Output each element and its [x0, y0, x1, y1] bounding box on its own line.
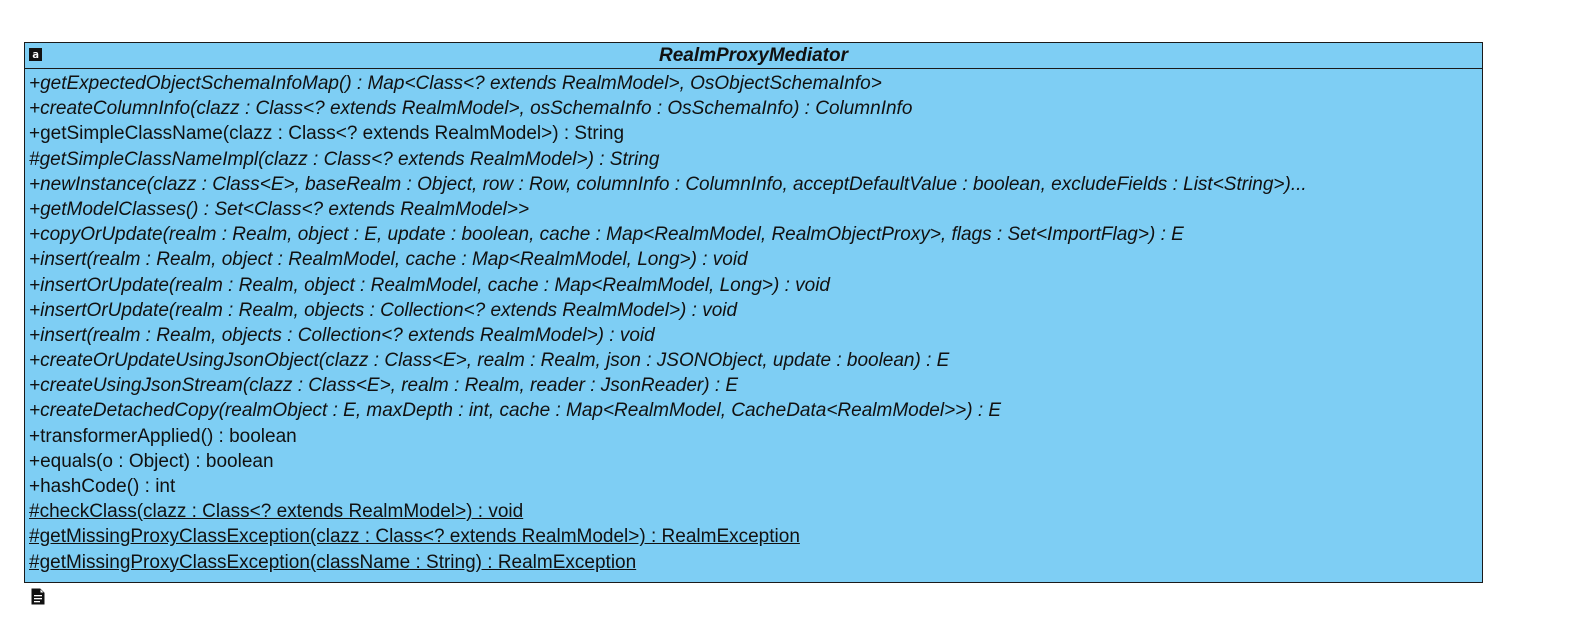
- operation-row: +getModelClasses() : Set<Class<? extends…: [29, 198, 530, 220]
- operation-row: +transformerApplied() : boolean: [29, 425, 297, 447]
- operation-row: +insertOrUpdate(realm : Realm, object : …: [29, 274, 830, 296]
- operations-compartment: +getExpectedObjectSchemaInfoMap() : Map<…: [25, 69, 1482, 575]
- class-name: RealmProxyMediator: [658, 45, 848, 66]
- operation-row: +insert(realm : Realm, objects : Collect…: [29, 324, 655, 346]
- operation-row: +insertOrUpdate(realm : Realm, objects :…: [29, 299, 738, 321]
- operation-row: +equals(o : Object) : boolean: [29, 450, 274, 472]
- operation-row: +hashCode() : int: [29, 476, 176, 497]
- operation-row: +getSimpleClassName(clazz : Class<? exte…: [29, 123, 625, 145]
- operation-row: +createOrUpdateUsingJsonObject(clazz : C…: [29, 350, 950, 372]
- note-document-icon[interactable]: [31, 588, 45, 605]
- operation-row: #getSimpleClassNameImpl(clazz : Class<? …: [29, 148, 660, 170]
- operation-row: +createDetachedCopy(realmObject : E, max…: [29, 400, 1002, 422]
- operation-row: +getExpectedObjectSchemaInfoMap() : Map<…: [29, 73, 882, 94]
- operation-row: +copyOrUpdate(realm : Realm, object : E,…: [29, 224, 1184, 246]
- operation-row: #getMissingProxyClassException(clazz : C…: [29, 526, 800, 548]
- uml-class-box[interactable]: a RealmProxyMediator +getExpectedObjectS…: [24, 42, 1483, 583]
- operation-row: #getMissingProxyClassException(className…: [29, 551, 637, 573]
- operation-row: +createColumnInfo(clazz : Class<? extend…: [29, 98, 913, 120]
- operation-row: +insert(realm : Realm, object : RealmMod…: [29, 249, 748, 271]
- operation-row: +newInstance(clazz : Class<E>, baseRealm…: [29, 173, 1307, 195]
- abstract-class-icon: a: [29, 48, 42, 61]
- operation-row: +createUsingJsonStream(clazz : Class<E>,…: [29, 375, 739, 397]
- class-header: a RealmProxyMediator: [25, 43, 1482, 69]
- operation-row: #checkClass(clazz : Class<? extends Real…: [29, 501, 524, 523]
